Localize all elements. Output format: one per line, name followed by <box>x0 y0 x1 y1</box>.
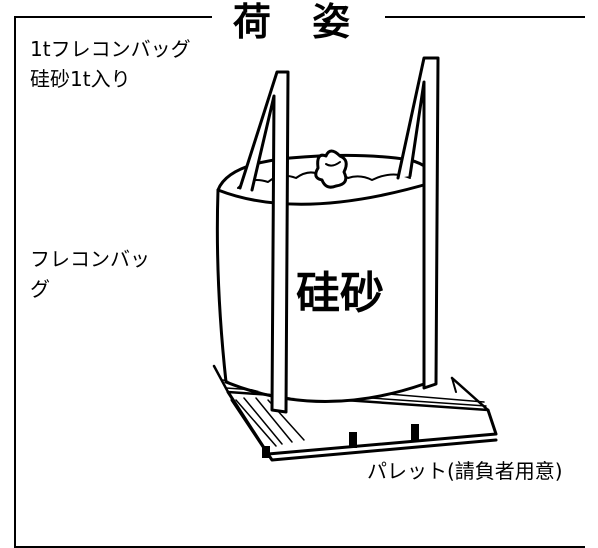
heading-title: 荷 姿 <box>232 0 365 44</box>
bag-label-line-2: グ <box>30 277 50 301</box>
description-line-2: 硅砂1t入り <box>30 67 131 91</box>
description-line-1: 1tフレコンバッグ <box>30 37 191 61</box>
frame-bottom-line <box>14 546 585 548</box>
frame-top-left-line <box>14 16 212 18</box>
frame-left-line <box>14 16 16 548</box>
pallet-label: パレット(請負者用意) <box>367 459 563 483</box>
bag-content-text: 硅砂 <box>296 268 384 319</box>
frame-top-right-line <box>385 16 585 18</box>
lifting-straps-drawing <box>238 56 440 414</box>
bag-label-line-1: フレコンバッ <box>30 247 150 271</box>
